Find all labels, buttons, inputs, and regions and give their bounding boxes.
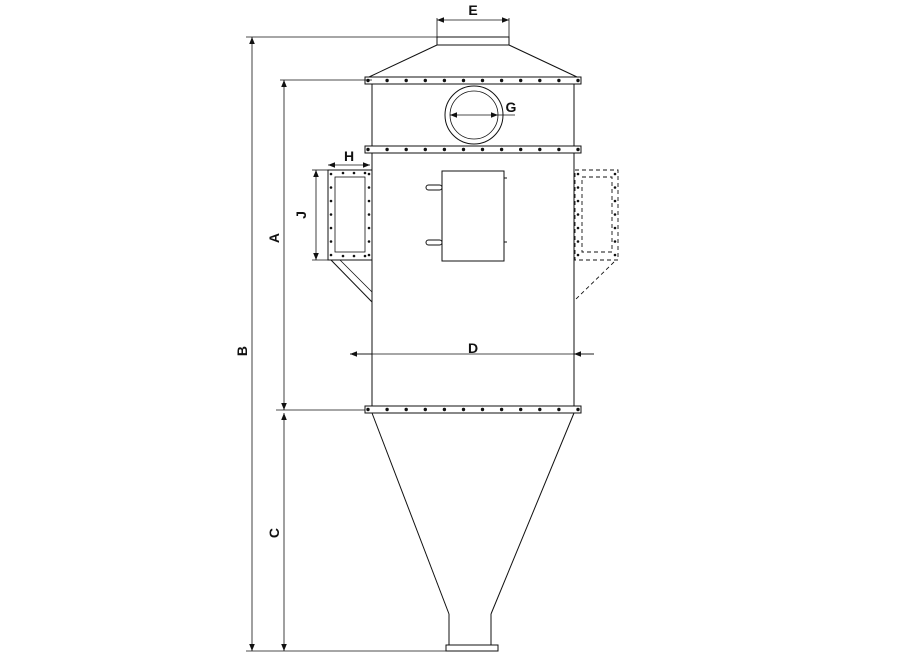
- flange-bolt: [385, 407, 389, 412]
- flange-bolt: [557, 78, 561, 83]
- inlet-bolt: [576, 253, 580, 257]
- inlet-bolt: [367, 253, 371, 257]
- inlet-bolt: [367, 226, 371, 230]
- bottom-flange: [364, 405, 582, 414]
- flange-bolt: [366, 147, 370, 152]
- inlet-bolt: [613, 253, 617, 257]
- label-e: E: [468, 2, 477, 18]
- inlet-bolt: [329, 226, 333, 230]
- right-inlet-hidden: [574, 169, 619, 301]
- flange-bolt: [557, 407, 561, 412]
- label-c: C: [266, 528, 282, 538]
- flange-bolt: [480, 147, 485, 152]
- flange-bolt: [423, 407, 427, 412]
- dimension-a: [276, 79, 372, 411]
- flange-bolt: [461, 407, 466, 412]
- flange-bolts: [366, 78, 580, 412]
- inlet-bolt: [613, 172, 617, 176]
- inlet-bolt: [329, 240, 333, 243]
- roof-cone: [368, 44, 578, 78]
- door-handle-bottom: [425, 239, 443, 246]
- flange-bolt: [423, 147, 427, 152]
- flange-bolt: [385, 78, 389, 83]
- flange-bolt: [366, 407, 370, 412]
- inlet-bolt: [613, 213, 617, 216]
- flange-bolt: [557, 147, 561, 152]
- label-h: H: [344, 148, 354, 164]
- label-b: B: [234, 346, 250, 356]
- inlet-bolt: [613, 199, 617, 203]
- dimension-e: [436, 17, 510, 37]
- inlet-bolt: [613, 186, 617, 189]
- label-a: A: [266, 233, 282, 243]
- inlet-bolt: [352, 254, 356, 258]
- flange-bolt: [461, 147, 466, 152]
- main-body: [371, 84, 575, 406]
- flange-bolt: [519, 407, 523, 412]
- flange-bolt: [499, 147, 504, 152]
- inlet-bolt: [613, 240, 617, 243]
- inlet-bolt: [329, 253, 333, 257]
- flange-bolt: [366, 78, 370, 83]
- inlet-bolt: [367, 213, 371, 216]
- label-j: J: [293, 211, 309, 219]
- inlet-bolt: [329, 213, 333, 216]
- flange-bolt: [576, 78, 580, 83]
- flange-bolt: [423, 78, 427, 83]
- inlet-bolt: [367, 172, 371, 176]
- label-d: D: [468, 340, 478, 356]
- flange-bolt: [385, 147, 389, 152]
- inlet-bolt: [613, 226, 617, 230]
- flange-bolt: [404, 78, 408, 83]
- inlet-bolt: [576, 186, 580, 189]
- flange-bolt: [576, 147, 580, 152]
- dimension-j: [312, 169, 331, 261]
- inlet-bolt: [576, 240, 580, 243]
- flange-bolt: [442, 147, 447, 152]
- access-door: [441, 170, 507, 262]
- flange-bolt: [442, 78, 447, 83]
- inlet-bolt: [329, 186, 333, 189]
- inlet-bolt: [576, 199, 580, 203]
- inlet-bolt: [352, 171, 356, 175]
- flange-bolt: [519, 147, 523, 152]
- door-handle-top: [425, 184, 443, 191]
- label-g: G: [506, 99, 517, 115]
- top-flange: [364, 76, 582, 85]
- flange-bolt: [404, 147, 408, 152]
- inlet-bolt: [367, 240, 371, 243]
- inlet-bolt: [329, 199, 333, 203]
- flange-bolt: [519, 78, 523, 83]
- flange-bolt: [480, 78, 485, 83]
- flange-bolt: [404, 407, 408, 412]
- inlet-bolt: [367, 199, 371, 203]
- inlet-bolt: [576, 172, 580, 176]
- flange-bolt: [442, 407, 447, 412]
- inlet-bolt: [363, 171, 367, 175]
- middle-flange: [364, 145, 582, 154]
- left-inlet: [327, 169, 373, 303]
- flange-bolt: [499, 407, 504, 412]
- discharge-flange: [445, 644, 499, 652]
- inlet-bolt: [367, 186, 371, 189]
- inlet-bolt: [329, 172, 333, 176]
- hopper-cone: [371, 412, 575, 645]
- inlet-bolt: [341, 171, 345, 175]
- flange-bolt: [538, 78, 542, 83]
- flange-bolt: [499, 78, 504, 83]
- flange-bolt: [480, 407, 485, 412]
- inlet-bolt: [576, 226, 580, 230]
- flange-bolt: [538, 147, 542, 152]
- inlet-bolt: [341, 254, 345, 258]
- flange-bolt: [538, 407, 542, 412]
- top-outlet: [436, 36, 510, 46]
- right-inlet-bolts: [576, 172, 617, 257]
- inlet-bolt: [576, 213, 580, 216]
- left-inlet-bolts: [329, 171, 371, 258]
- flange-bolt: [461, 78, 466, 83]
- flange-bolt: [576, 407, 580, 412]
- dimension-b: [246, 36, 446, 652]
- inlet-bolt: [363, 254, 367, 258]
